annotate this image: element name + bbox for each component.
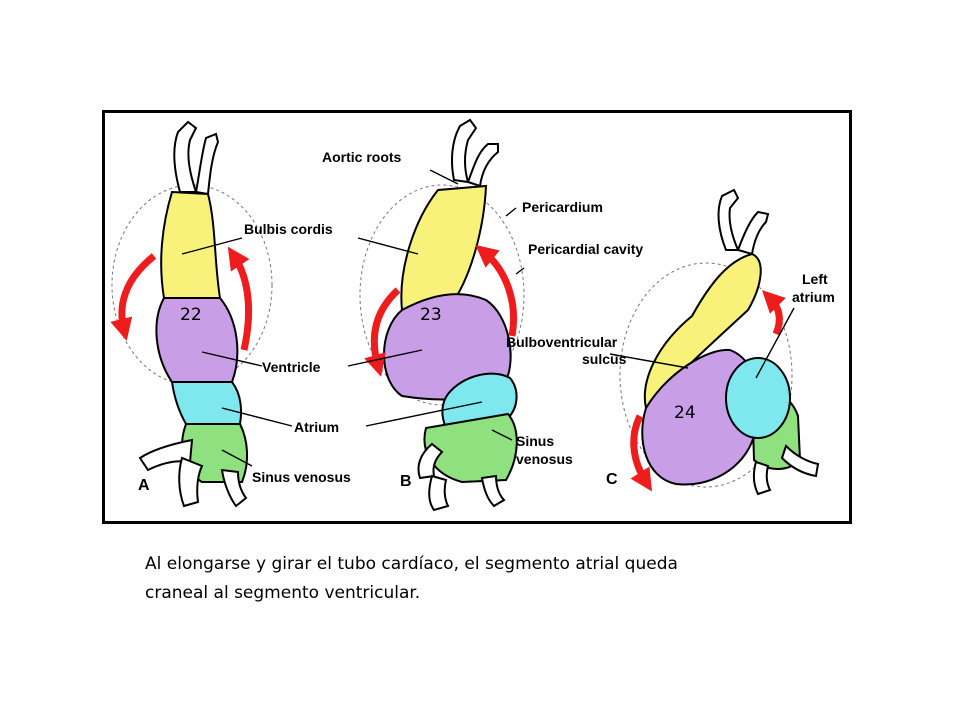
aortic-root-a-left bbox=[173, 120, 198, 193]
pericardium-outline-c bbox=[619, 262, 793, 488]
rotation-arrow-a-right bbox=[227, 246, 253, 351]
caption-line-1: Al elongarse y girar el tubo cardíaco, e… bbox=[145, 554, 678, 574]
heart-tube-diagram: Aortic roots Pericardium Bulbis cordis P… bbox=[102, 110, 852, 524]
label-atrium-c: atrium bbox=[792, 289, 835, 305]
panel-a-heart-tube bbox=[110, 120, 273, 508]
label-sulcus: sulcus bbox=[582, 351, 627, 367]
stage-number-b: 23 bbox=[420, 305, 442, 325]
left-atrium-c bbox=[725, 357, 791, 439]
panel-label-b: B bbox=[400, 473, 412, 490]
stage-number-a: 22 bbox=[180, 305, 202, 325]
caption-line-2: craneal al segmento ventricular. bbox=[145, 583, 421, 603]
panel-label-c: C bbox=[606, 471, 618, 488]
label-left: Left bbox=[802, 271, 828, 287]
label-venosus-b: venosus bbox=[516, 451, 573, 467]
panel-c-heart-tube bbox=[619, 188, 820, 496]
rotation-arrow-b-right bbox=[475, 244, 518, 337]
label-pericardium: Pericardium bbox=[522, 199, 603, 215]
label-atrium: Atrium bbox=[294, 419, 339, 435]
aortic-root-b-left bbox=[451, 118, 478, 184]
aortic-root-c-left bbox=[717, 188, 740, 251]
bulbus-cordis-a bbox=[160, 190, 222, 299]
rotation-arrow-a-left bbox=[110, 253, 157, 341]
label-aortic-roots: Aortic roots bbox=[322, 149, 402, 165]
atrium-a bbox=[170, 381, 242, 425]
vein-b-bottom-left bbox=[428, 474, 450, 512]
label-bulbis-cordis: Bulbis cordis bbox=[244, 221, 333, 237]
rotation-arrow-b-left bbox=[364, 287, 401, 377]
vein-c-right bbox=[780, 444, 820, 478]
leader-lines bbox=[181, 169, 795, 467]
vein-a-bottom-left bbox=[178, 456, 204, 508]
aortic-root-c-right bbox=[736, 210, 770, 256]
rotation-arrow-c-left bbox=[630, 414, 653, 492]
label-pericardial-cavity: Pericardial cavity bbox=[528, 241, 643, 257]
label-bulboventricular: Bulboventricular bbox=[506, 334, 618, 350]
pericardium-outline-a bbox=[111, 184, 273, 386]
aortic-root-a-right bbox=[194, 132, 220, 196]
panel-b-heart-tube bbox=[359, 118, 525, 512]
vein-b-bottom-right bbox=[480, 474, 506, 508]
label-sinus-b: Sinus bbox=[516, 433, 554, 449]
rotation-arrow-c-right bbox=[762, 290, 786, 336]
label-sinus-venosus: Sinus venosus bbox=[252, 469, 351, 485]
panel-label-a: A bbox=[138, 477, 150, 494]
caption: Al elongarse y girar el tubo cardíaco, e… bbox=[145, 550, 865, 608]
label-ventricle: Ventricle bbox=[262, 359, 321, 375]
bulbus-cordis-c bbox=[643, 252, 762, 411]
aortic-root-b-right bbox=[466, 143, 499, 188]
vein-a-bottom-right bbox=[220, 468, 248, 508]
stage-number-c: 24 bbox=[674, 403, 696, 423]
vein-c-bottom bbox=[752, 460, 772, 496]
